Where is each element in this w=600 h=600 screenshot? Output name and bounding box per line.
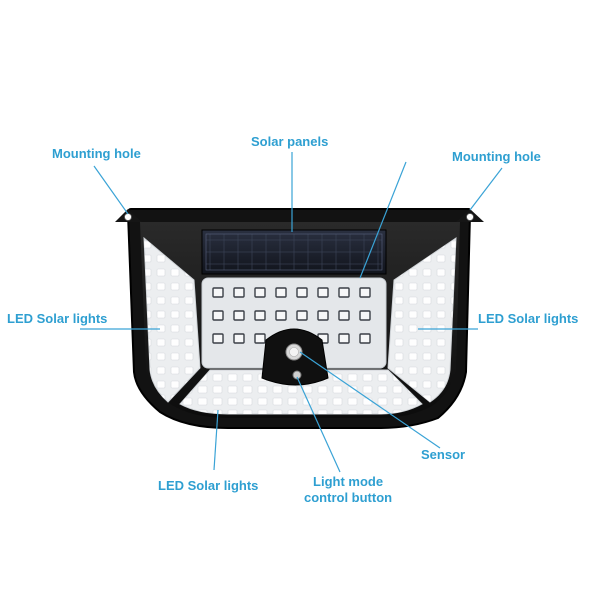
led-panel-bottom bbox=[179, 369, 423, 415]
label-mounting-hole-right: Mounting hole bbox=[452, 149, 541, 164]
led-chip bbox=[212, 333, 224, 344]
label-led-bottom: LED Solar lights bbox=[158, 478, 259, 493]
led-panel-right bbox=[387, 237, 457, 403]
led-chip bbox=[233, 310, 245, 321]
led-chip bbox=[296, 287, 308, 298]
leader-solar-panels-right bbox=[359, 161, 407, 279]
label-sensor: Sensor bbox=[421, 447, 466, 462]
label-led-right: LED Solar lights bbox=[478, 311, 579, 326]
leader-led-bottom bbox=[213, 409, 219, 471]
mounting-hole-right bbox=[456, 209, 484, 222]
led-chip bbox=[296, 310, 308, 321]
led-panel-left bbox=[143, 236, 201, 403]
led-chip bbox=[212, 287, 224, 298]
label-light-mode-line1: Light mode bbox=[313, 474, 384, 489]
led-panel-center bbox=[201, 277, 387, 369]
led-chip bbox=[359, 287, 371, 298]
led-chip bbox=[254, 287, 266, 298]
led-chip bbox=[338, 333, 350, 344]
led-chip bbox=[254, 310, 266, 321]
led-chip bbox=[212, 310, 224, 321]
led-chip bbox=[275, 287, 287, 298]
label-solar-panels: Solar panels bbox=[251, 134, 329, 149]
leader-mode-button bbox=[296, 376, 341, 473]
led-chip bbox=[359, 310, 371, 321]
led-chip bbox=[317, 310, 329, 321]
led-chip bbox=[359, 333, 371, 344]
led-chip bbox=[338, 310, 350, 321]
led-chip bbox=[338, 287, 350, 298]
label-mounting-hole-left: Mounting hole bbox=[52, 146, 141, 161]
leader-mounting-hole-right bbox=[469, 167, 503, 211]
label-light-mode-button: Light mode control button bbox=[304, 474, 392, 506]
led-chip bbox=[233, 287, 245, 298]
label-led-left: LED Solar lights bbox=[7, 311, 108, 326]
leader-mounting-hole-left bbox=[93, 165, 129, 215]
led-chip bbox=[317, 287, 329, 298]
leader-sensor bbox=[299, 351, 441, 449]
led-chip bbox=[254, 333, 266, 344]
label-light-mode-line2: control button bbox=[304, 490, 393, 505]
led-chip bbox=[275, 310, 287, 321]
sensor-housing bbox=[261, 328, 329, 386]
solar-panel bbox=[201, 229, 387, 275]
light-mode-button[interactable] bbox=[292, 370, 302, 380]
led-chip bbox=[233, 333, 245, 344]
